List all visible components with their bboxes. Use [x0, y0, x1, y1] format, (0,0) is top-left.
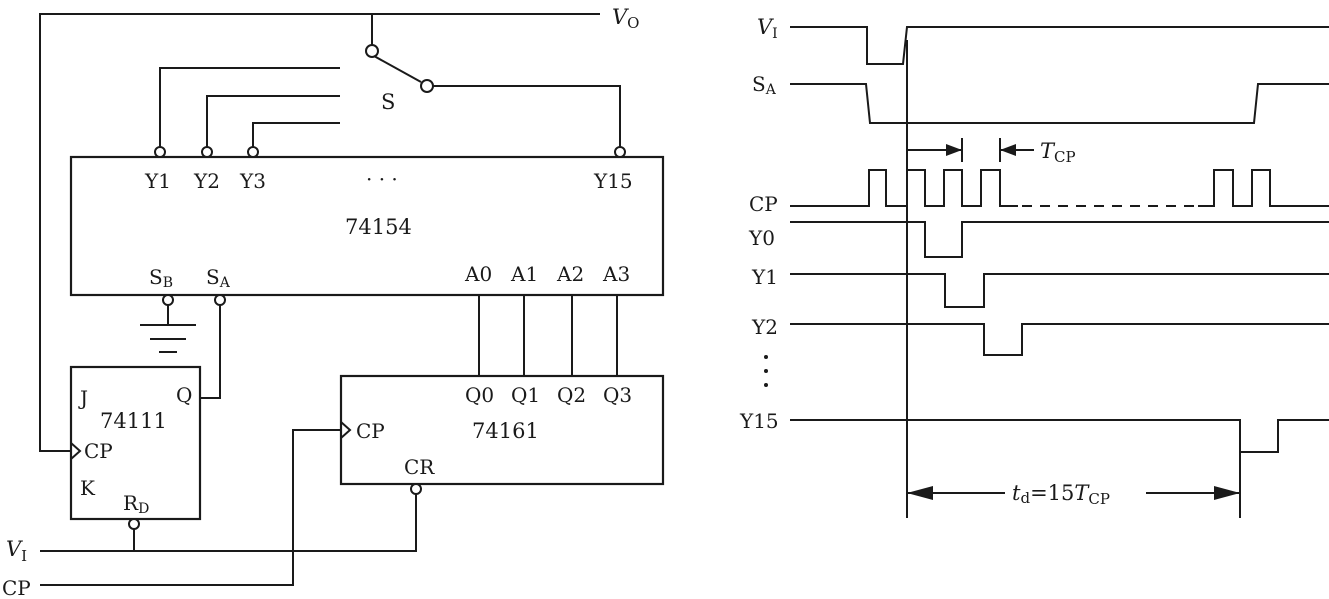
y0-waveform: [790, 221, 1329, 258]
pin-q2: Q2: [557, 383, 586, 407]
ground-icon: [140, 305, 196, 353]
pin-j: J: [78, 386, 88, 410]
vi-waveform: [790, 26, 1329, 65]
pin-rd: RD: [123, 491, 149, 517]
sa-waveform: [790, 83, 1329, 124]
chip-74111: 74111: [100, 409, 167, 433]
pin-k: K: [80, 476, 96, 500]
pin-q3: Q3: [603, 383, 632, 407]
cp-input-label: CP: [2, 576, 31, 599]
sa-q-wire: [200, 305, 221, 399]
decoder-74154: Y1 Y2 Y3 · · · Y15 74154 SB SA A0 A1 A2 …: [69, 146, 665, 306]
switch-label: S: [381, 90, 395, 114]
vi-wire: [40, 494, 417, 552]
chip-74161: 74161: [472, 419, 539, 443]
timing-cp-label: CP: [749, 192, 778, 216]
pin-cr: CR: [404, 455, 435, 479]
y2-waveform: [790, 323, 1329, 356]
timing-diagram: VI SA TCP CP Y0 Y1 Y2: [739, 15, 1329, 518]
counter-74161: Q0 Q1 Q2 Q3 CP 74161 CR: [339, 374, 665, 495]
pin-cp-ff: CP: [84, 439, 113, 463]
y1-waveform: [790, 273, 1329, 308]
pin-a2: A2: [556, 262, 584, 286]
pin-sa: SA: [206, 265, 231, 291]
cp-waveform: [790, 169, 1018, 207]
vi-input-label: VI: [6, 537, 27, 565]
vo-label: VO: [612, 5, 639, 32]
timing-y0-label: Y0: [748, 226, 775, 250]
timing-y2-label: Y2: [751, 315, 778, 339]
selector-switch: S: [159, 14, 621, 149]
pin-sb: SB: [149, 265, 173, 291]
tcp-annotation: TCP: [907, 138, 1076, 166]
timing-vi-label: VI: [757, 15, 778, 42]
svg-text:td=15TCP: td=15TCP: [1012, 481, 1110, 508]
pin-y1: Y1: [144, 169, 171, 193]
pin-a0: A0: [464, 262, 492, 286]
td-annotation: td=15TCP: [907, 481, 1240, 508]
pin-q0: Q0: [465, 383, 494, 407]
circuit-diagram: VO S Y1 Y2 Y3 · · · Y15 74154: [2, 5, 665, 599]
pin-a1: A1: [510, 262, 538, 286]
flipflop-74111: J 74111 Q CP K RD: [69, 365, 202, 530]
y15-waveform: [790, 419, 1329, 453]
pin-ellipsis: · · ·: [366, 167, 398, 191]
pin-y3: Y3: [239, 169, 266, 193]
vertical-ellipsis: [764, 355, 768, 387]
pin-y15: Y15: [593, 169, 633, 193]
pin-y2: Y2: [193, 169, 220, 193]
pin-a3: A3: [602, 262, 630, 286]
pin-q1: Q1: [511, 383, 540, 407]
pin-cp-counter: CP: [356, 419, 385, 443]
timing-y15-label: Y15: [739, 409, 779, 433]
cp-wire: [40, 429, 341, 586]
timing-y1-label: Y1: [751, 265, 778, 289]
vo-feedback-wire: [39, 13, 600, 452]
pin-q: Q: [176, 383, 192, 407]
timing-sa-label: SA: [752, 72, 777, 98]
chip-74154: 74154: [345, 215, 412, 239]
svg-text:TCP: TCP: [1040, 139, 1076, 166]
